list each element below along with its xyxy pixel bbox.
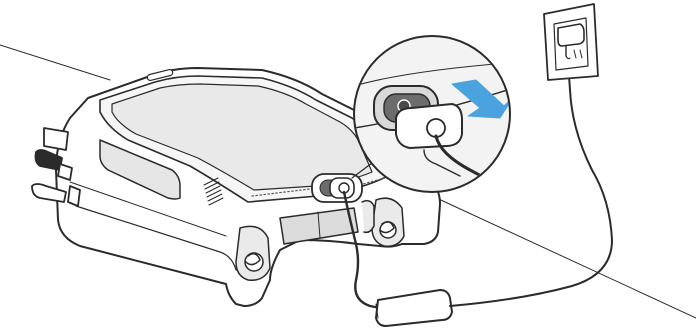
zoom-callout <box>352 36 520 192</box>
floor-line-left <box>0 45 110 80</box>
wall-plug <box>558 24 584 46</box>
roller-left <box>236 226 270 280</box>
wall-outlet-icon <box>544 4 598 80</box>
floor-line-right <box>430 195 696 318</box>
device-charge-port <box>312 174 362 202</box>
